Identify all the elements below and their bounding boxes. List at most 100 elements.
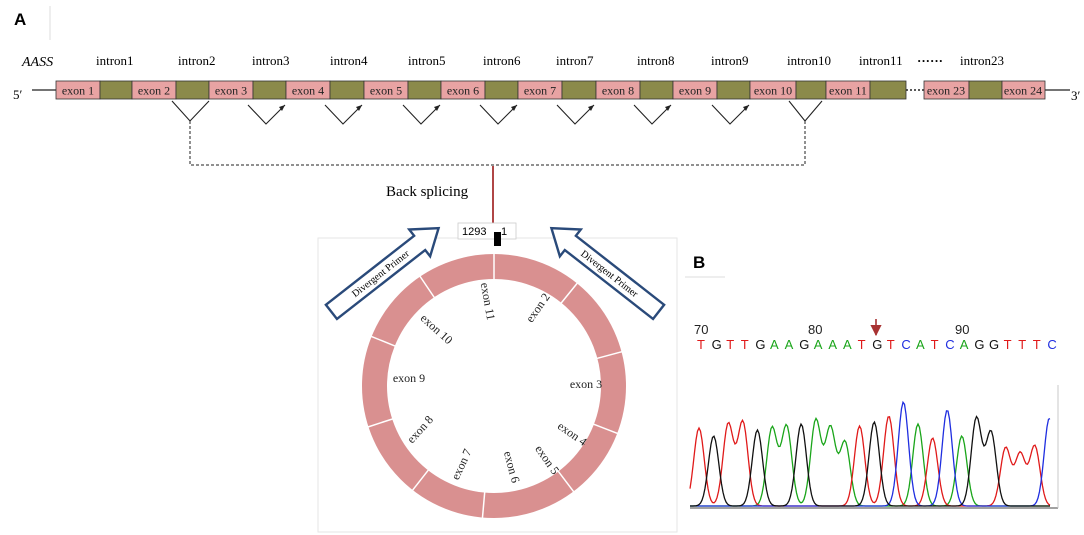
intron-label-7: intron7 — [556, 53, 594, 68]
exon-label-6: exon 6 — [447, 84, 479, 98]
ring-divider — [592, 423, 619, 435]
traces — [689, 400, 1051, 507]
splice-chevron-8 — [633, 104, 672, 125]
primer-right-arrow — [549, 226, 666, 321]
sequence-base: G — [755, 337, 765, 352]
sequence-base: C — [945, 337, 954, 352]
exon-label-5: exon 5 — [370, 84, 402, 98]
ring-divider — [370, 335, 396, 347]
splice-chevron-4 — [324, 104, 363, 125]
exon-label-2: exon 2 — [138, 84, 170, 98]
position-70: 70 — [694, 322, 708, 337]
position-80: 80 — [808, 322, 822, 337]
intron-label-10: intron10 — [787, 53, 831, 68]
exon-label-24: exon 24 — [1004, 84, 1042, 98]
panel-b-label: B — [693, 253, 705, 272]
splice-chevrons — [171, 100, 823, 125]
splice-arrowhead-5 — [434, 105, 440, 111]
junction-left-label: 1293 — [462, 226, 486, 238]
sequence-base: A — [814, 337, 823, 352]
sequence-base: A — [960, 337, 969, 352]
splice-arrowhead-7 — [588, 105, 594, 111]
position-90: 90 — [955, 322, 969, 337]
splice-chevron-2 — [171, 100, 210, 122]
intron-11 — [869, 80, 907, 100]
exon-label-8: exon 8 — [602, 84, 634, 98]
sequence-base: T — [887, 337, 895, 352]
splice-chevron-3 — [247, 104, 286, 125]
ring-divider — [367, 418, 394, 428]
exon-label-23: exon 23 — [927, 84, 965, 98]
circ-exon-10: exon 10 — [418, 311, 456, 347]
sequence-base: A — [828, 337, 837, 352]
intron-23 — [968, 80, 1003, 100]
trace-area — [689, 385, 1059, 509]
gene-name: AASS — [21, 55, 53, 70]
splice-arrowhead-6 — [511, 105, 517, 111]
intron-label-23: intron23 — [960, 53, 1004, 68]
intron-label-6: intron6 — [483, 53, 521, 68]
chromatogram-positions: 70 80 90 — [694, 322, 969, 337]
intron-ellipsis: ······ — [917, 53, 943, 68]
intron-label-8: intron8 — [637, 53, 675, 68]
ring-divider — [557, 470, 575, 493]
sequence-base: C — [901, 337, 910, 352]
trace-C — [690, 400, 1051, 507]
primer-right: Divergent Primer — [549, 226, 666, 321]
sequence-base: T — [726, 337, 734, 352]
exon-labels: exon 1 exon 2 exon 3 exon 4 exon 5 exon … — [62, 84, 1042, 98]
splice-chevron-7 — [556, 104, 595, 125]
sequence-base: A — [785, 337, 794, 352]
sequence-base: A — [916, 337, 925, 352]
intron-8 — [639, 80, 674, 100]
ring-divider — [419, 275, 436, 299]
intron-label-3: intron3 — [252, 53, 290, 68]
intron-5 — [407, 80, 442, 100]
intron-label-4: intron4 — [330, 53, 368, 68]
primer-left-arrow — [324, 226, 441, 321]
intron-2 — [175, 80, 210, 100]
splice-arrowheads — [279, 105, 749, 111]
exon-label-1: exon 1 — [62, 84, 94, 98]
sequence-base: T — [1018, 337, 1026, 352]
sequence-base: A — [843, 337, 852, 352]
sequence-base: G — [989, 337, 999, 352]
five-prime-label: 5′ — [13, 87, 23, 102]
back-splicing-label: Back splicing — [386, 184, 469, 200]
splice-chevron-6 — [479, 104, 518, 125]
back-splice-connector — [189, 121, 806, 166]
intron-10 — [795, 80, 827, 100]
intron-label-11: intron11 — [859, 53, 903, 68]
primer-left: Divergent Primer — [324, 226, 441, 321]
circrna-exon-labels: exon 11 exon 2 exon 3 exon 4 exon 5 exon… — [393, 281, 602, 484]
primer-right-label: Divergent Primer — [578, 248, 640, 300]
intron-labels: intron1 intron2 intron3 intron4 intron5 … — [96, 53, 1004, 68]
exon-label-9: exon 9 — [679, 84, 711, 98]
sequence-base: G — [799, 337, 809, 352]
splice-chevron-9 — [711, 104, 750, 125]
gene-track — [55, 80, 1046, 100]
circ-exon-6: exon 6 — [501, 450, 523, 485]
exon-label-11: exon 11 — [829, 84, 867, 98]
intron-label-9: intron9 — [711, 53, 749, 68]
sequence-base: T — [1033, 337, 1041, 352]
intron-7 — [561, 80, 597, 100]
sequence-base: T — [741, 337, 749, 352]
sequence-base: T — [931, 337, 939, 352]
circ-exon-5: exon 5 — [532, 442, 562, 477]
intron-4 — [329, 80, 365, 100]
panel-a-label: A — [14, 10, 26, 29]
sequence-base: G — [974, 337, 984, 352]
intron-label-1: intron1 — [96, 53, 134, 68]
splice-chevron-5 — [402, 104, 441, 125]
circ-exon-11: exon 11 — [478, 281, 498, 321]
sequence-base: G — [872, 337, 882, 352]
trace-G — [690, 415, 1050, 507]
circrna-ring — [362, 253, 626, 519]
sequence-base: C — [1047, 337, 1056, 352]
exon-label-10: exon 10 — [754, 84, 792, 98]
sequence-base: G — [712, 337, 722, 352]
ring-divider — [596, 350, 623, 360]
sequence-base: T — [1004, 337, 1012, 352]
